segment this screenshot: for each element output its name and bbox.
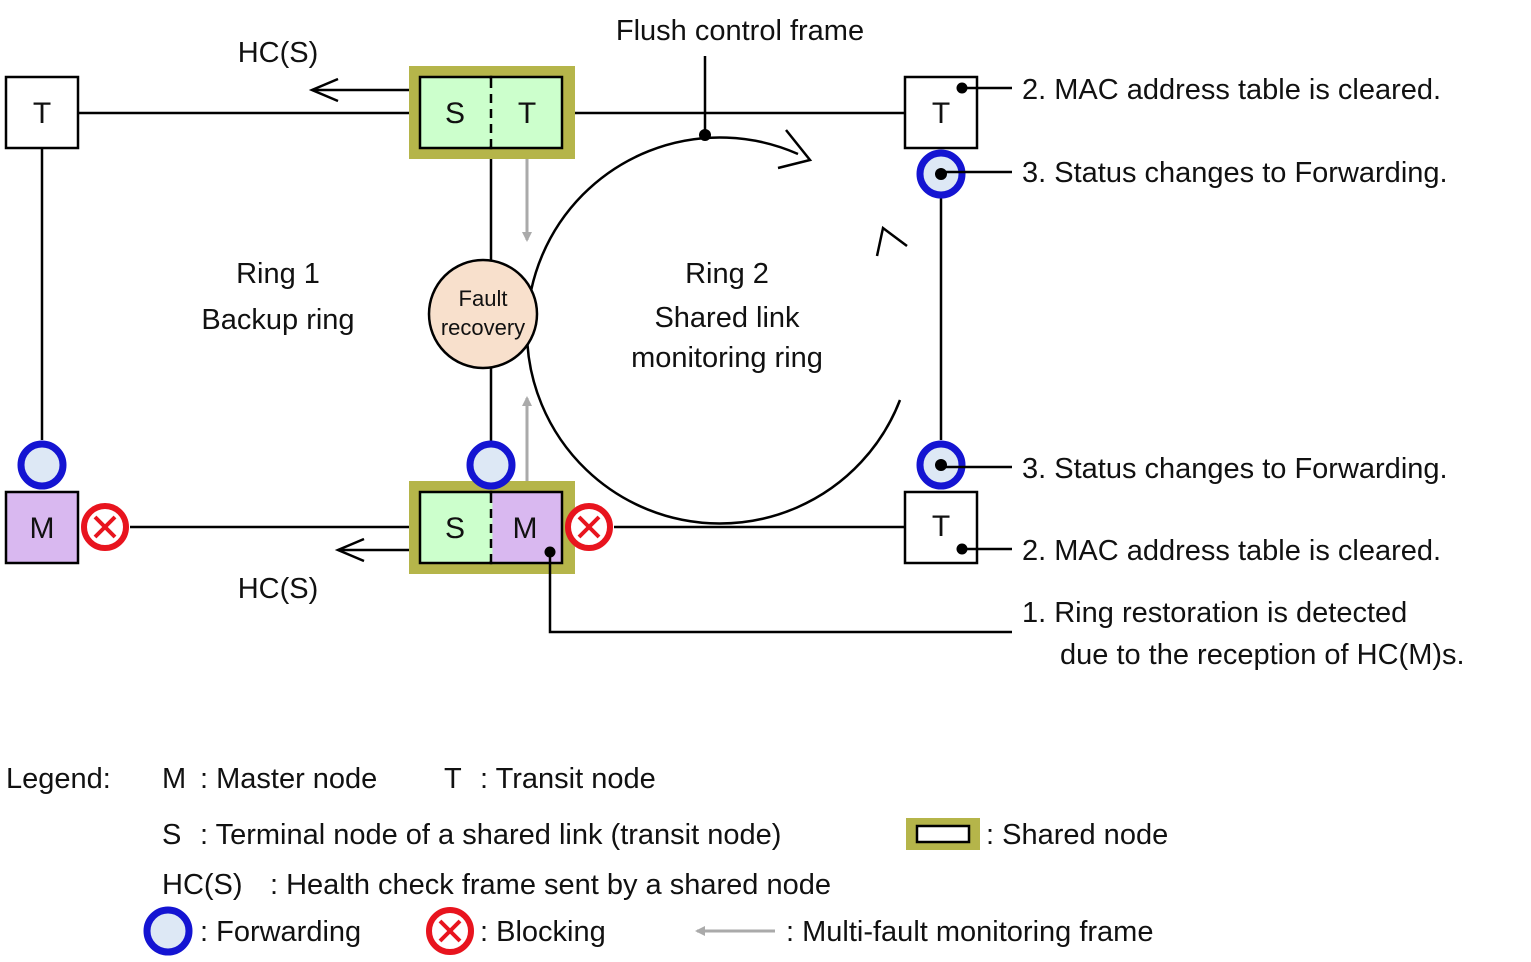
ring1-title: Ring 1: [236, 258, 320, 290]
legend-forwarding-symbol: [143, 906, 193, 956]
legend-s-key: S: [162, 819, 181, 851]
legend-blocking-desc: : Blocking: [480, 916, 606, 948]
ring2-arrowhead-right: [875, 225, 908, 257]
forwarding-port-shared-bottom: [466, 440, 516, 490]
svg-text:M: M: [30, 512, 55, 545]
svg-text:2. MAC address table is cleare: 2. MAC address table is cleared.: [1022, 535, 1441, 567]
legend-forwarding-desc: : Forwarding: [200, 916, 361, 948]
legend-m-desc: : Master node: [200, 763, 377, 795]
svg-text:M: M: [513, 512, 538, 545]
legend-blocking-symbol: [426, 907, 474, 955]
svg-text:T: T: [932, 510, 950, 543]
legend-t-key: T: [444, 763, 462, 795]
ring2-circle: [525, 136, 902, 525]
flush-control-frame-label: Flush control frame: [616, 15, 864, 47]
legend-hc-key: HC(S): [162, 869, 243, 901]
svg-text:T: T: [33, 97, 51, 130]
ring2-circulation: [525, 129, 908, 525]
ring2-title: Ring 2: [685, 258, 769, 290]
callout-mac-bottom: 2. MAC address table is cleared.: [956, 535, 1441, 567]
legend-shared-node-symbol: [906, 818, 980, 850]
shared-node-bottom: S M: [409, 481, 575, 574]
flush-pointer-dot: [699, 129, 711, 141]
legend-title: Legend:: [6, 763, 111, 795]
ring1-subtitle: Backup ring: [201, 304, 354, 336]
forwarding-port-right-top: [916, 149, 966, 199]
node-top-left: T: [4, 75, 80, 150]
svg-text:Fault: Fault: [459, 286, 508, 311]
ring2-subtitle-2: monitoring ring: [631, 342, 823, 374]
blocking-port-left: [81, 503, 129, 551]
svg-text:T: T: [932, 97, 950, 130]
hc-s-label-bottom: HC(S): [238, 573, 319, 605]
svg-text:2. MAC address table is cleare: 2. MAC address table is cleared.: [1022, 74, 1441, 106]
hc-arrow-top: [308, 77, 410, 103]
t-node-top-shared: [489, 75, 564, 150]
shared-node-top: S T: [409, 66, 575, 159]
svg-text:S: S: [445, 97, 465, 130]
ring2-arrowhead-top: [777, 129, 813, 170]
svg-text:S: S: [445, 512, 465, 545]
svg-text:3. Status changes to Forwardin: 3. Status changes to Forwarding.: [1022, 453, 1448, 485]
callout-mac-top: 2. MAC address table is cleared.: [956, 74, 1441, 106]
legend: Legend: M : Master node T : Transit node…: [6, 763, 1168, 956]
legend-m-key: M: [162, 763, 186, 795]
forwarding-port-left: [17, 440, 67, 490]
svg-text:T: T: [518, 97, 536, 130]
callout-status-bottom: 3. Status changes to Forwarding.: [941, 453, 1448, 485]
callout-status-top: 3. Status changes to Forwarding.: [941, 157, 1448, 189]
svg-text:due to the reception of HC(M)s: due to the reception of HC(M)s.: [1060, 639, 1465, 671]
s-node-top: [418, 75, 493, 150]
fault-recovery-marker: Fault recovery: [427, 258, 539, 370]
svg-text:3. Status changes to Forwardin: 3. Status changes to Forwarding.: [1022, 157, 1448, 189]
legend-t-desc: : Transit node: [480, 763, 656, 795]
legend-s-desc: : Terminal node of a shared link (transi…: [200, 819, 781, 851]
svg-text:recovery: recovery: [441, 315, 525, 340]
svg-text:1. Ring restoration is detecte: 1. Ring restoration is detected: [1022, 597, 1407, 629]
callout-ring-restoration: 1. Ring restoration is detected due to t…: [544, 546, 1465, 671]
legend-multifault-desc: : Multi-fault monitoring frame: [786, 916, 1153, 948]
forwarding-port-right-bottom: [916, 440, 966, 490]
hc-s-label-top: HC(S): [238, 37, 319, 69]
legend-shared-desc: : Shared node: [986, 819, 1168, 851]
s-node-bottom: [418, 490, 493, 565]
ring-links: [40, 111, 943, 529]
blocking-port-shared-bottom: [565, 503, 613, 551]
legend-hc-desc: : Health check frame sent by a shared no…: [270, 869, 831, 901]
ring2-subtitle-1: Shared link: [654, 302, 800, 334]
hc-arrow-bottom: [334, 537, 410, 563]
node-bottom-left: M: [4, 490, 80, 565]
